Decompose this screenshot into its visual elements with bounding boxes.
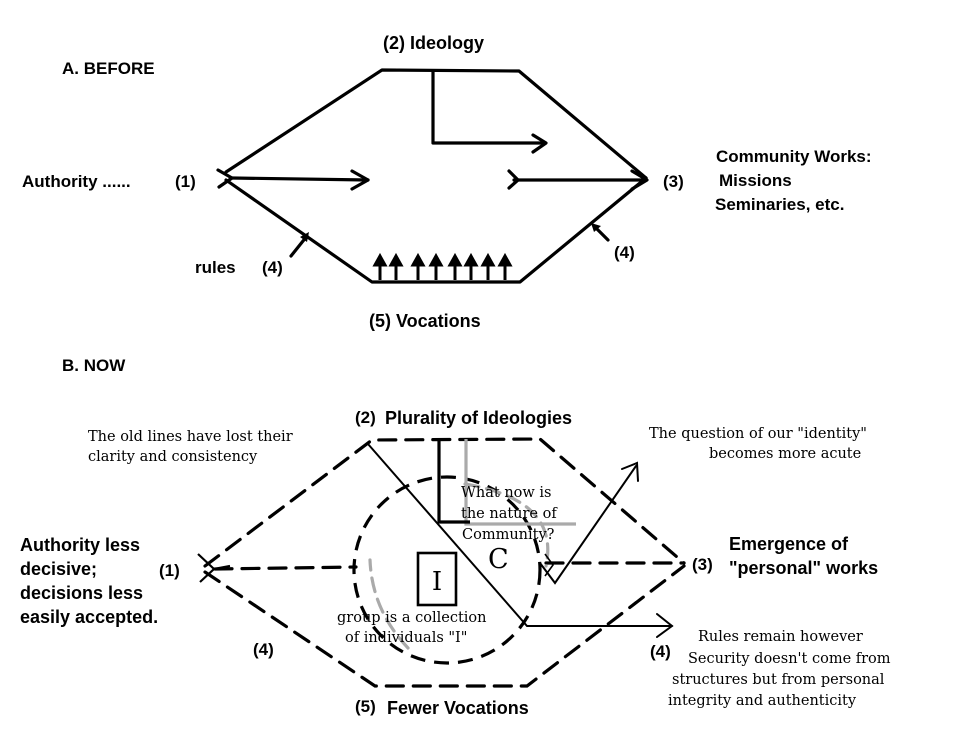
before-arrow-left [230,176,370,182]
heading-before: A. BEFORE [62,59,155,78]
before-arrow-right-tail [507,169,520,190]
now-hexagon-top [203,437,686,568]
before-ideology-arrow [431,69,547,145]
community-works-line-1: Community Works: [716,147,872,166]
rules-label: rules [195,258,236,277]
before-hexagon-top [224,68,648,180]
diagram-before: A. BEFORE (2) Ideology [22,33,872,331]
individual-letter: I [432,567,442,597]
plurality-label: Plurality of Ideologies [385,408,572,428]
rules-number: (4) [262,258,283,277]
personal-works-number: (3) [692,555,713,574]
rules-note-3: structures but from personal [672,672,885,688]
ideology-label: (2) Ideology [383,33,484,53]
group-note-2: of individuals "I" [345,630,467,646]
now-diagonal-line [367,443,673,627]
now-diagonal-arrow-head [656,613,674,638]
authority-now-number: (1) [159,561,180,580]
community-number: (3) [663,172,684,191]
now-right-tick [544,553,554,577]
authority-now-line-2: decisive; [20,559,97,579]
vocation-arrows [372,252,513,280]
fewer-vocations-number: (5) [355,697,376,716]
authority-now-line-3: decisions less [20,583,143,603]
group-note-1: group is a collection [337,610,486,626]
community-question-1: What now is [461,485,552,501]
plurality-number: (2) [355,408,376,427]
rules-note-2: Security doesn't come from [688,651,891,667]
vocations-label: (5) Vocations [369,311,481,331]
before-hexagon-bottom [224,176,648,284]
identity-note-2: becomes more acute [709,446,861,462]
heading-now: B. NOW [62,356,126,375]
fewer-vocations-label: Fewer Vocations [387,698,529,718]
before-ideology-arrow-head [531,133,548,154]
grey-faded-line [368,558,410,650]
community-works-line-3: Seminaries, etc. [715,195,844,214]
before-rules-arrow-right-head [591,223,601,232]
community-question-2: the nature of [461,506,558,522]
community-works-line-2: Missions [719,171,792,190]
community-letter: C [488,544,509,575]
grey-faded-arc [463,482,550,568]
individual-box [416,551,458,607]
now-arrow-left-dashed [213,565,358,571]
grey-ideology-line [464,439,576,526]
left-rules-number-now: (4) [253,640,274,659]
before-arrow-right-head [630,169,649,191]
community-circle [352,475,542,665]
community-question-3: Community? [462,527,555,543]
personal-works-line-2: "personal" works [729,558,878,578]
diagram-now: B. NOW (2) Plurality of Ideologies The o… [20,356,891,718]
now-left-node [197,553,231,583]
right-rules-number-now: (4) [650,642,671,661]
before-rules-arrow-left-head [300,232,309,242]
authority-now-line-4: easily accepted. [20,607,158,627]
identity-note-1: The question of our "identity" [649,426,867,442]
old-lines-note-1: The old lines have lost their [88,429,293,445]
personal-works-line-1: Emergence of [729,534,849,554]
old-lines-note-2: clarity and consistency [88,449,258,465]
authority-number: (1) [175,172,196,191]
now-identity-arrow-head [621,461,639,482]
now-hexagon-bottom [203,564,686,688]
before-arrow-left-head [350,169,370,191]
rules-note-4: integrity and authenticity [668,693,857,709]
authority-now-line-1: Authority less [20,535,140,555]
right-rules-number: (4) [614,243,635,262]
now-ideology-drop [437,441,470,524]
now-identity-arrow [539,465,637,585]
authority-label: Authority ...... [22,172,131,191]
rules-note-1: Rules remain however [698,629,863,645]
